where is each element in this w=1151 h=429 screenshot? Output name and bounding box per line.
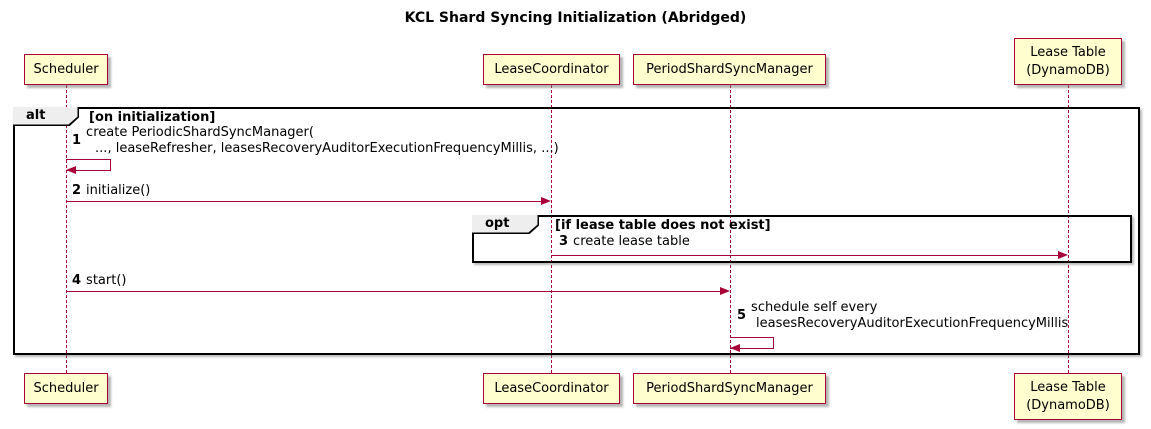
- lifeline-period-shard-sync-manager: [730, 85, 731, 373]
- message-3-text: create lease table: [573, 234, 690, 249]
- message-5-line2: leasesRecoveryAuditorExecutionFrequencyM…: [756, 315, 1069, 331]
- message-5-line1: schedule self every: [751, 300, 878, 315]
- participant-scheduler-top: Scheduler: [24, 54, 108, 85]
- message-5-label: 5 schedule self every leasesRecoveryAudi…: [737, 300, 1068, 332]
- message-4-arrowhead-icon: [720, 287, 730, 295]
- message-3-arrowhead-icon: [1058, 251, 1068, 259]
- participant-period-shard-sync-manager-bottom: PeriodShardSyncManager: [633, 373, 826, 404]
- opt-frame-guard: [if lease table does not exist]: [555, 218, 771, 233]
- participant-lease-table-top: Lease Table (DynamoDB): [1014, 38, 1122, 85]
- message-5-self-arrow-top: [730, 337, 774, 339]
- message-1-label: 1 create PeriodicShardSyncManager( ..., …: [72, 125, 559, 157]
- message-2-arrowhead-icon: [541, 197, 551, 205]
- participant-lease-coordinator-top: LeaseCoordinator: [483, 54, 620, 85]
- message-4-arrow: [66, 291, 721, 293]
- message-1-number: 1: [72, 132, 82, 148]
- opt-frame-label: opt: [472, 215, 539, 234]
- message-5-self-arrow-side: [773, 337, 775, 349]
- message-1-arrowhead-icon: [66, 166, 76, 174]
- message-5-self-arrow-bottom: [730, 348, 774, 350]
- lifeline-lease-table: [1068, 85, 1069, 373]
- participant-lease-table-bottom: Lease Table (DynamoDB): [1014, 373, 1122, 420]
- message-3-label: 3 create lease table: [559, 234, 690, 250]
- message-1-self-arrow-side: [110, 159, 112, 171]
- message-5-arrowhead-icon: [730, 344, 740, 352]
- participant-period-shard-sync-manager-top: PeriodShardSyncManager: [633, 54, 826, 85]
- message-3-arrow: [551, 255, 1059, 257]
- diagram-title: KCL Shard Syncing Initialization (Abridg…: [404, 10, 747, 26]
- message-1-line1: create PeriodicShardSyncManager(: [86, 125, 314, 140]
- opt-frame: opt [if lease table does not exist]: [472, 215, 1132, 263]
- alt-frame: alt [on initialization]: [13, 107, 1140, 355]
- alt-frame-label: alt: [13, 107, 79, 126]
- message-2-number: 2: [72, 183, 82, 198]
- message-2-label: 2 initialize(): [72, 183, 150, 199]
- alt-frame-guard: [on initialization]: [89, 110, 216, 125]
- message-1-self-arrow-bottom: [66, 170, 111, 172]
- message-4-text: start(): [86, 273, 127, 288]
- message-3-number: 3: [559, 234, 569, 249]
- lifeline-scheduler: [66, 85, 67, 373]
- message-1-line2: ..., leaseRefresher, leasesRecoveryAudit…: [95, 140, 559, 156]
- message-4-label: 4 start(): [72, 273, 126, 289]
- message-2-text: initialize(): [86, 183, 151, 198]
- participant-scheduler-bottom: Scheduler: [24, 373, 108, 404]
- participant-lease-coordinator-bottom: LeaseCoordinator: [483, 373, 620, 404]
- message-4-number: 4: [72, 273, 82, 288]
- message-5-number: 5: [737, 307, 747, 323]
- lifeline-lease-coordinator: [551, 85, 552, 373]
- message-1-self-arrow-top: [66, 159, 111, 161]
- message-2-arrow: [66, 201, 542, 203]
